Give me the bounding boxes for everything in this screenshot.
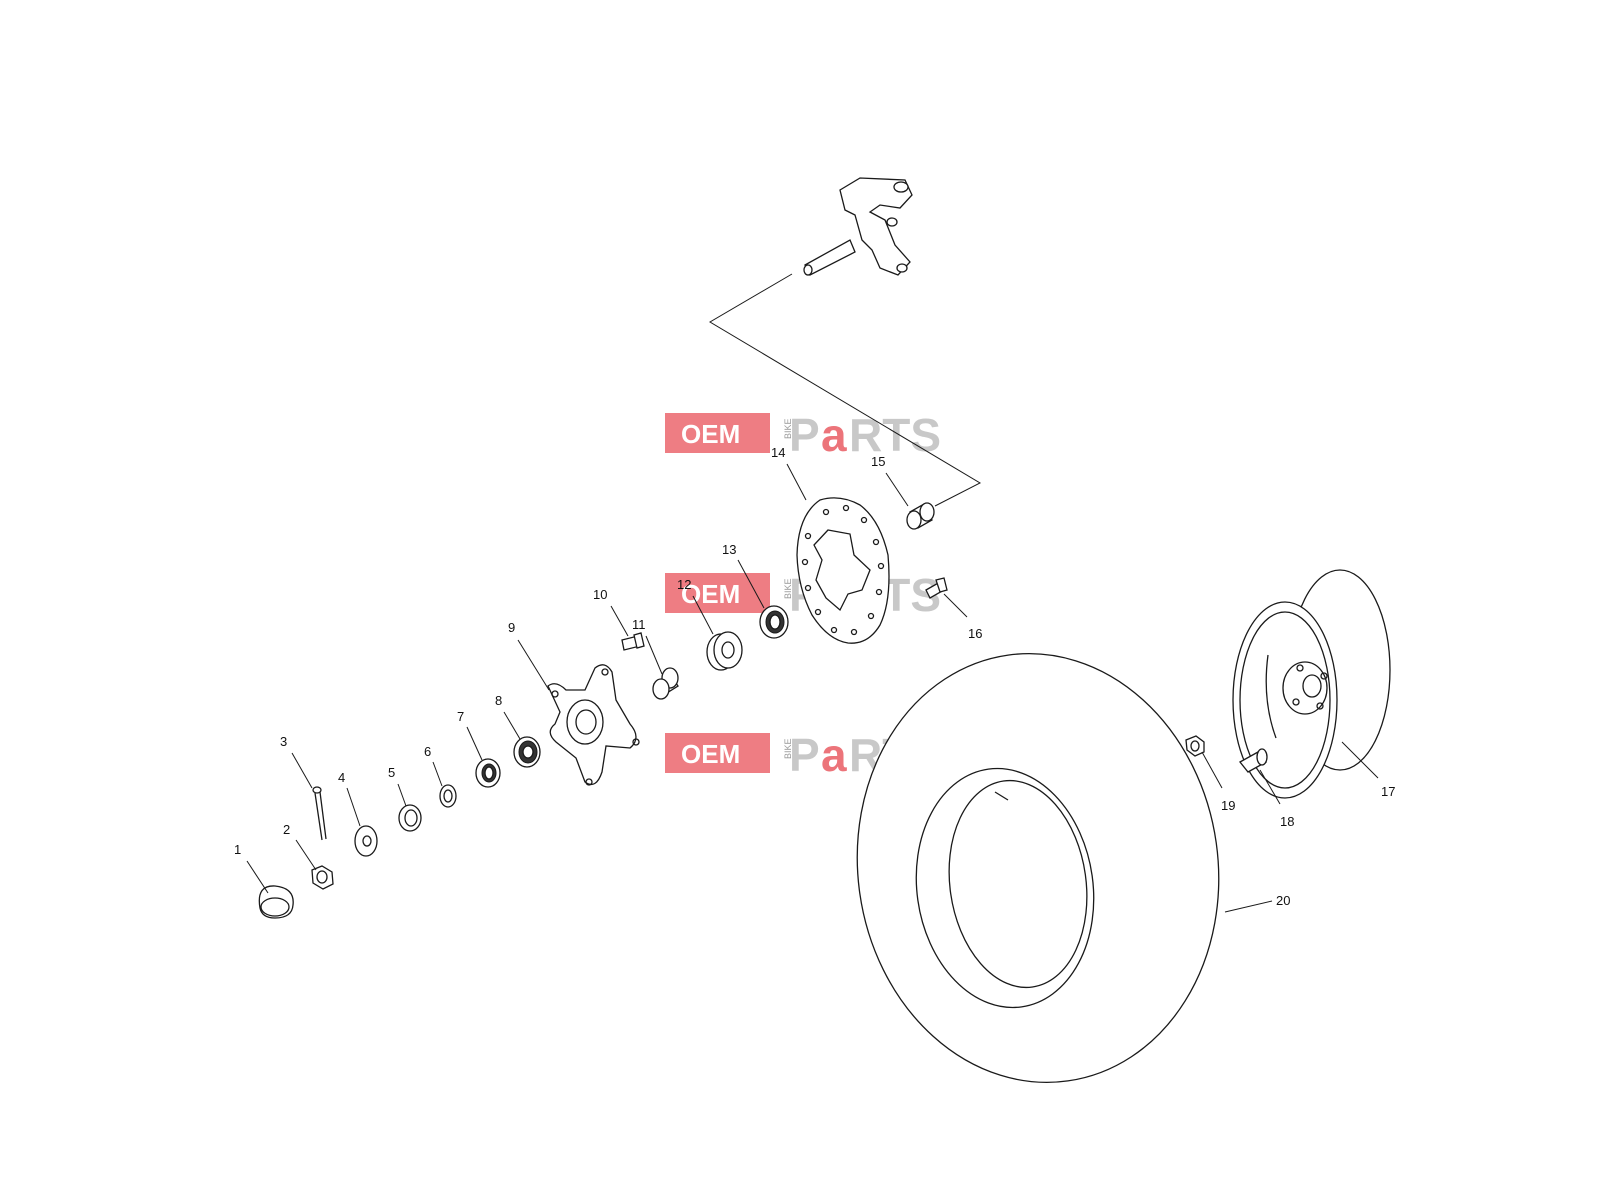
callout-3: 3 [280,734,287,749]
hub-bolt [621,632,645,651]
svg-text:P: P [789,409,820,461]
lug-nut [1185,735,1205,757]
svg-text:OEM: OEM [681,579,740,609]
callout-2: 2 [283,822,290,837]
svg-text:P: P [789,729,820,781]
callout-14: 14 [771,445,785,460]
tire [856,652,1220,1084]
callout-labels: 1 2 3 4 5 6 7 8 9 10 11 12 13 14 15 16 1… [234,445,1395,908]
callout-12: 12 [677,577,691,592]
assembly-guide-lines [709,273,982,507]
callout-10: 10 [593,587,607,602]
washer-small [439,784,457,808]
knuckle-bushing [906,502,935,530]
callout-13: 13 [722,542,736,557]
wheel-hub [547,664,640,786]
callout-9: 9 [508,620,515,635]
callout-17: 17 [1381,784,1395,799]
callout-19: 19 [1221,798,1235,813]
callout-16: 16 [968,626,982,641]
castle-nut [311,865,334,890]
callout-6: 6 [424,744,431,759]
svg-text:a: a [821,729,847,781]
callout-5: 5 [388,765,395,780]
wheel-rim [1232,569,1391,799]
svg-text:BIKE: BIKE [783,578,793,599]
svg-text:OEM: OEM [681,419,740,449]
svg-text:OEM: OEM [681,739,740,769]
callout-18: 18 [1280,814,1294,829]
brake-disc [796,497,890,644]
dust-cap [258,885,294,919]
svg-text:BIKE: BIKE [783,738,793,759]
spacer-sleeve [652,667,679,700]
spacer [398,804,422,832]
bearing-outer [513,736,541,768]
oil-seal-inner [759,605,789,639]
callout-7: 7 [457,709,464,724]
cotter-pin [312,786,327,841]
oil-seal-outer [475,758,501,788]
watermark-1: OEM BIKE P a RTS [665,409,941,461]
callout-15: 15 [871,454,885,469]
callout-8: 8 [495,693,502,708]
disc-bolt [925,577,948,599]
callout-1: 1 [234,842,241,857]
leader-lines [246,463,1379,913]
svg-text:BIKE: BIKE [783,418,793,439]
disc-holes [801,504,885,636]
callout-20: 20 [1276,893,1290,908]
steering-knuckle [803,177,913,276]
svg-text:RTS: RTS [849,409,941,461]
bearing-inner [706,631,743,671]
svg-text:a: a [821,409,847,461]
washer-large [354,825,378,857]
callout-11: 11 [632,617,646,632]
callout-4: 4 [338,770,345,785]
valve-stem [1239,748,1268,773]
